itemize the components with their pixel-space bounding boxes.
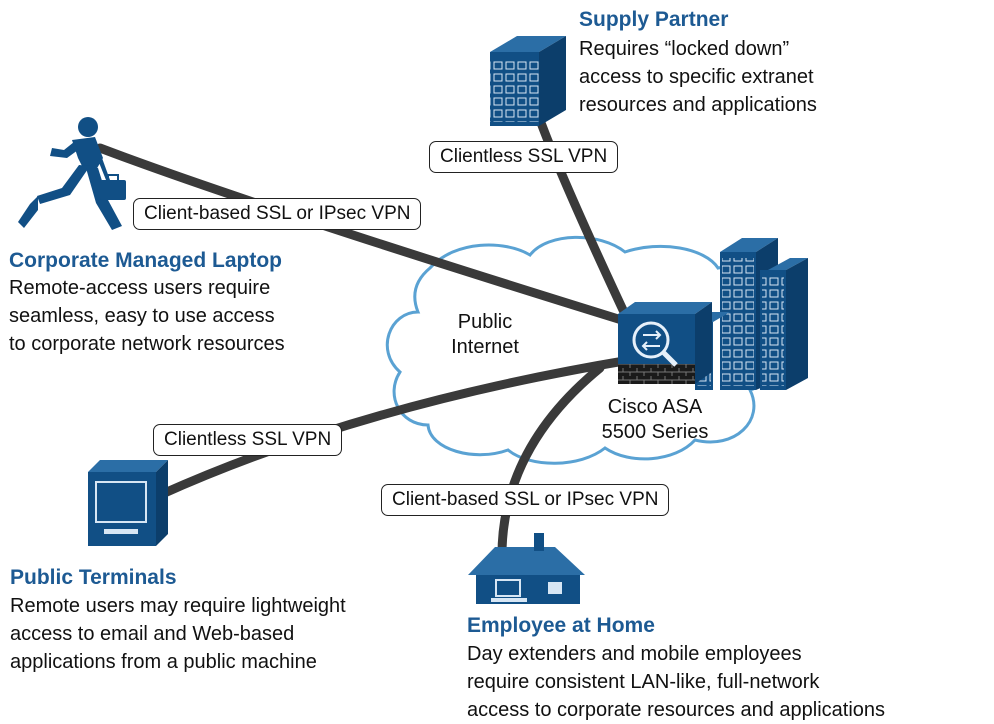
description-line: Requires “locked down” <box>579 38 790 60</box>
asa-label: Cisco ASA 5500 Series <box>585 395 725 445</box>
supply-partner-title: Supply Partner <box>579 8 729 31</box>
description-line: resources and applications <box>579 94 817 116</box>
asa-line: 5500 Series <box>601 421 709 443</box>
link-supply-line <box>535 115 635 330</box>
cloud-line: Internet <box>451 336 519 358</box>
cloud-line: Public <box>457 311 513 333</box>
description-line: access to email and Web-based <box>10 623 295 645</box>
description-line: require consistent LAN-like, full-networ… <box>467 671 820 693</box>
asa-line: Cisco ASA <box>607 396 703 418</box>
building-icon <box>490 36 566 126</box>
public-internet-label: Public Internet <box>425 310 545 360</box>
employee-home-description: Day extenders and mobile employees requi… <box>467 640 885 724</box>
terminal-icon <box>88 460 168 546</box>
corporate-laptop-description: Remote-access users require seamless, ea… <box>9 274 285 358</box>
description-line: Day extenders and mobile employees <box>467 643 802 665</box>
employee-home-title: Employee at Home <box>467 614 655 637</box>
public-terminals-description: Remote users may require lightweight acc… <box>10 592 346 676</box>
public-terminals-title: Public Terminals <box>10 566 177 589</box>
description-line: Remote users may require lightweight <box>10 595 346 617</box>
link-home-line <box>497 363 605 565</box>
description-line: access to specific extranet <box>579 66 814 88</box>
terminal-link-label: Clientless SSL VPN <box>153 424 343 456</box>
link-terminal-line <box>155 355 635 500</box>
description-line: seamless, easy to use access <box>9 305 275 327</box>
cloud-icon <box>385 235 781 465</box>
asa-firewall-icon <box>618 302 712 384</box>
description-line: applications from a public machine <box>10 651 317 673</box>
corporate-laptop-title: Corporate Managed Laptop <box>9 249 283 272</box>
description-line: Remote-access users require <box>9 277 271 299</box>
supply-link-label: Clientless SSL VPN <box>429 141 619 173</box>
house-icon <box>468 533 585 604</box>
description-line: access to corporate resources and applic… <box>467 699 886 721</box>
home-link-label: Client-based SSL or IPsec VPN <box>381 484 670 516</box>
supply-partner-description: Requires “locked down” access to specifi… <box>579 35 817 119</box>
running-man-icon <box>18 117 126 230</box>
laptop-link-label: Client-based SSL or IPsec VPN <box>133 198 422 230</box>
description-line: to corporate network resources <box>9 333 285 355</box>
